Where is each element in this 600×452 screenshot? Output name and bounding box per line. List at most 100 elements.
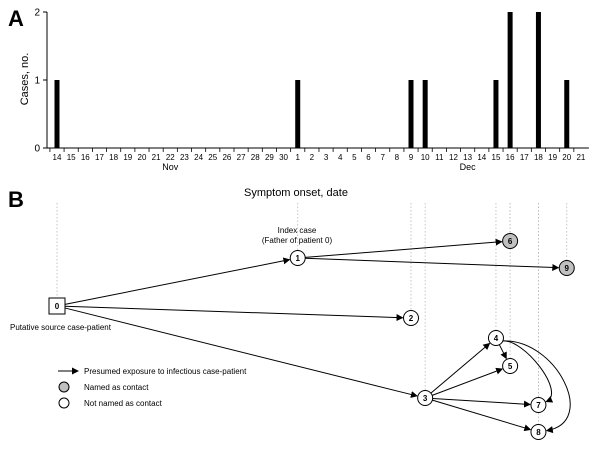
x-tick-label: 18 (109, 153, 118, 162)
network-nodes: 0 1 2 3 4 5 6 7 8 9 (48, 233, 575, 440)
edge-3-7 (432, 397, 531, 408)
x-tick-label: 15 (492, 153, 501, 162)
node-9-label: 9 (565, 264, 570, 273)
node-9-shape (558, 260, 575, 276)
x-tick-label: 14 (477, 153, 486, 162)
bar (535, 12, 541, 148)
node-2-label: 2 (409, 314, 414, 323)
bar (295, 80, 301, 148)
legend-not-named-label: Not named as contact (84, 399, 163, 408)
edge-4-5 (498, 344, 507, 360)
legend-arrow-label: Presumed exposure to infectious case-pat… (84, 367, 247, 376)
x-tick-label: 9 (409, 153, 414, 162)
edge-4-8 (501, 340, 571, 434)
y-axis: 0 1 2 (34, 8, 48, 155)
node-7-shape (530, 397, 547, 413)
x-tick-label: 14 (53, 153, 62, 162)
index-case-sublabel: (Father of patient 0) (262, 236, 333, 245)
y-tick-label: 0 (34, 144, 40, 155)
node-7-label: 7 (536, 401, 541, 410)
x-tick-label: 25 (208, 153, 217, 162)
x-tick-label: 20 (562, 153, 571, 162)
node-8-shape (530, 424, 547, 440)
bars (54, 12, 570, 148)
x-tick-label: 24 (194, 153, 203, 162)
x-tick-label: 18 (534, 153, 543, 162)
edge-3-5 (432, 367, 504, 396)
x-tick-label: 12 (449, 153, 458, 162)
bar (54, 80, 60, 148)
node-8-label: 8 (536, 428, 541, 437)
x-tick-label: 27 (237, 153, 246, 162)
y-tick-label: 2 (34, 8, 40, 19)
legend-named-label: Named as contact (84, 383, 149, 392)
panel-a-letter: A (8, 6, 24, 31)
x-tick-label: 1 (295, 153, 300, 162)
edge-1-6 (305, 238, 503, 258)
bar (564, 80, 570, 148)
x-tick-label: 21 (576, 153, 585, 162)
x-tick-label: 19 (548, 153, 557, 162)
edge-0-1 (64, 257, 291, 306)
x-tick-label: 4 (338, 153, 343, 162)
x-tick-label: 7 (380, 153, 385, 162)
bar (408, 80, 414, 148)
x-tick-label: 30 (279, 153, 288, 162)
x-tick-label: 16 (81, 153, 90, 162)
x-tick-label: 16 (506, 153, 515, 162)
edge-0-3 (64, 307, 418, 398)
x-tick-label: 17 (95, 153, 104, 162)
node-4-shape (487, 330, 504, 346)
edge-3-4 (430, 342, 491, 394)
edge-4-7 (501, 340, 554, 403)
legend-named-swatch (58, 381, 70, 393)
x-tick-label: 28 (251, 153, 260, 162)
x-tick-label: 5 (352, 153, 357, 162)
node-3-shape (417, 390, 434, 406)
legend: Presumed exposure to infectious case-pat… (58, 367, 247, 409)
edge-0-2 (64, 305, 404, 322)
x-tick-label: 3 (324, 153, 329, 162)
x-tick-label: 19 (123, 153, 132, 162)
node-6-label: 6 (508, 237, 513, 246)
edge-1-9 (305, 257, 560, 271)
x-tick-label: 26 (222, 153, 231, 162)
node-4-label: 4 (494, 334, 499, 343)
node-5-shape (502, 358, 519, 374)
node-0-label: 0 (55, 302, 60, 311)
bar (493, 80, 499, 148)
node-1-label: 1 (295, 254, 300, 263)
panel-b-letter: B (8, 187, 24, 212)
node-1-shape (289, 250, 306, 266)
x-tick-label: 23 (180, 153, 189, 162)
x-tick-label: 21 (152, 153, 161, 162)
network-edges (64, 238, 571, 434)
x-tick-label: 10 (421, 153, 430, 162)
index-case-label: Index case (278, 226, 317, 235)
x-tick-label: 13 (463, 153, 472, 162)
bar (422, 80, 428, 148)
x-tick-label: 29 (265, 153, 274, 162)
node-0-shape (48, 297, 66, 315)
source-case-label: Putative source case-patient (10, 323, 112, 332)
node-3-label: 3 (423, 394, 428, 403)
node-5-label: 5 (508, 362, 513, 371)
node-2-shape (403, 310, 419, 326)
x-axis-title: Symptom onset, date (244, 187, 348, 199)
x-tick-label: 22 (166, 153, 175, 162)
x-tick-label: 17 (520, 153, 529, 162)
x-tick-label: 11 (435, 153, 444, 162)
x-tick-label: 20 (138, 153, 147, 162)
legend-not-named-swatch (58, 397, 70, 409)
x-tick-label: 15 (67, 153, 76, 162)
x-tick-label: 2 (310, 153, 315, 162)
edge-3-8 (432, 399, 532, 432)
month-label: Nov (162, 162, 179, 172)
x-tick-label: 8 (395, 153, 400, 162)
month-label: Dec (460, 162, 477, 172)
y-tick-label: 1 (34, 76, 40, 87)
x-tick-label: 6 (366, 153, 371, 162)
y-axis-title: Cases, no. (19, 53, 31, 106)
